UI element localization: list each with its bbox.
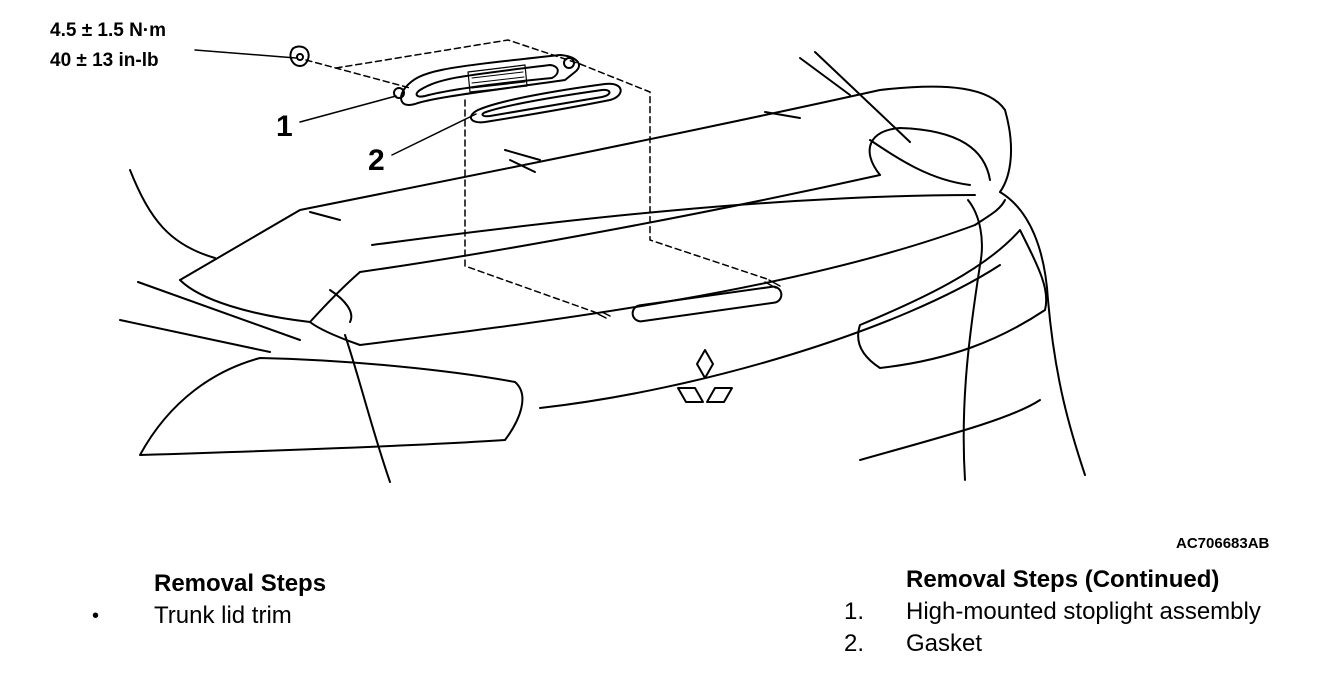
figure-code: AC706683AB [1176,535,1270,552]
step-row: • Trunk lid trim [92,600,512,632]
callout-number-2: 2 [368,144,385,177]
three-diamond-emblem [677,349,733,403]
gasket-part [470,82,622,124]
removal-steps-section: Removal Steps • Trunk lid trim [92,568,512,632]
stoplight-assembly-part [393,54,580,106]
body-side-lines [119,51,1086,481]
panel-accent-lines [309,111,801,221]
step-text: Trunk lid trim [154,602,292,629]
torque-spec-metric: 4.5 ± 1.5 N·m [50,20,167,41]
alignment-guide-lines [305,39,771,315]
right-tail-lamp [857,229,1048,369]
left-tail-lamp [139,289,524,483]
step-marker: • [92,605,100,627]
stoplight-opening [597,279,783,323]
removal-steps-title: Removal Steps [154,570,327,597]
step-marker: 1. [844,598,865,625]
step-row: 2. Gasket [844,628,1334,660]
removal-steps-continued-title: Removal Steps (Continued) [906,566,1220,593]
callout-number-1: 1 [276,110,293,143]
torque-spec-imperial: 40 ± 13 in-lb [50,50,159,71]
step-text: High-mounted stoplight assembly [906,598,1261,625]
exploded-view-diagram [119,39,1086,483]
removal-steps-continued-section: Removal Steps (Continued) 1. High-mounte… [844,564,1334,660]
step-marker: 2. [844,630,865,657]
step-text: Gasket [906,630,983,657]
mounting-nut-part [289,45,310,67]
trunk-lid-outline [129,85,1013,409]
step-row: 1. High-mounted stoplight assembly [844,596,1334,628]
leader-lines [194,49,477,156]
